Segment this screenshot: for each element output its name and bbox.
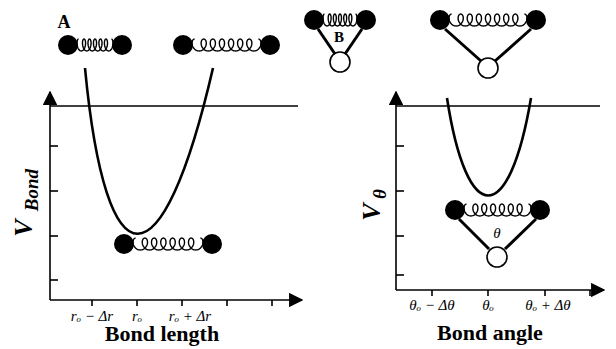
axis-title: V [11,219,37,236]
axis-title: Bond angle [437,322,543,344]
axis-title: Bond length [105,323,219,345]
spring-coil [77,39,113,51]
reference-line [396,105,600,107]
tick-label: θₒ [482,298,494,313]
tick-label: θₒ − Δθ [409,298,454,313]
panel-letter: B [334,30,344,45]
bend-molecules [304,10,550,267]
spring-coil [449,14,527,26]
bond-potential-curve [85,68,213,234]
tick-label: rₒ [132,309,142,324]
tick-label: rₒ + Δr [169,309,211,324]
spring-coil [192,39,261,51]
spring-coil [464,204,531,216]
axis-subscript: θ [370,189,389,199]
axes-a [50,92,302,306]
reference-line [50,105,298,107]
axis-title: V [359,203,385,220]
spring-coil [323,14,357,26]
spring-coil [133,238,203,250]
tick-label: θₒ + Δθ [525,298,570,313]
axes-b [396,92,604,296]
y-axis [49,92,51,300]
stretch-molecules [58,35,280,254]
axis-subscript: Bond [22,169,41,211]
x-axis [396,289,604,291]
springs [77,14,531,250]
tick-label: rₒ − Δr [71,309,113,324]
x-axis [50,299,302,301]
angle-symbol: θ [493,226,500,241]
angle-potential-curve [447,98,531,196]
panel-letter: A [58,13,71,31]
